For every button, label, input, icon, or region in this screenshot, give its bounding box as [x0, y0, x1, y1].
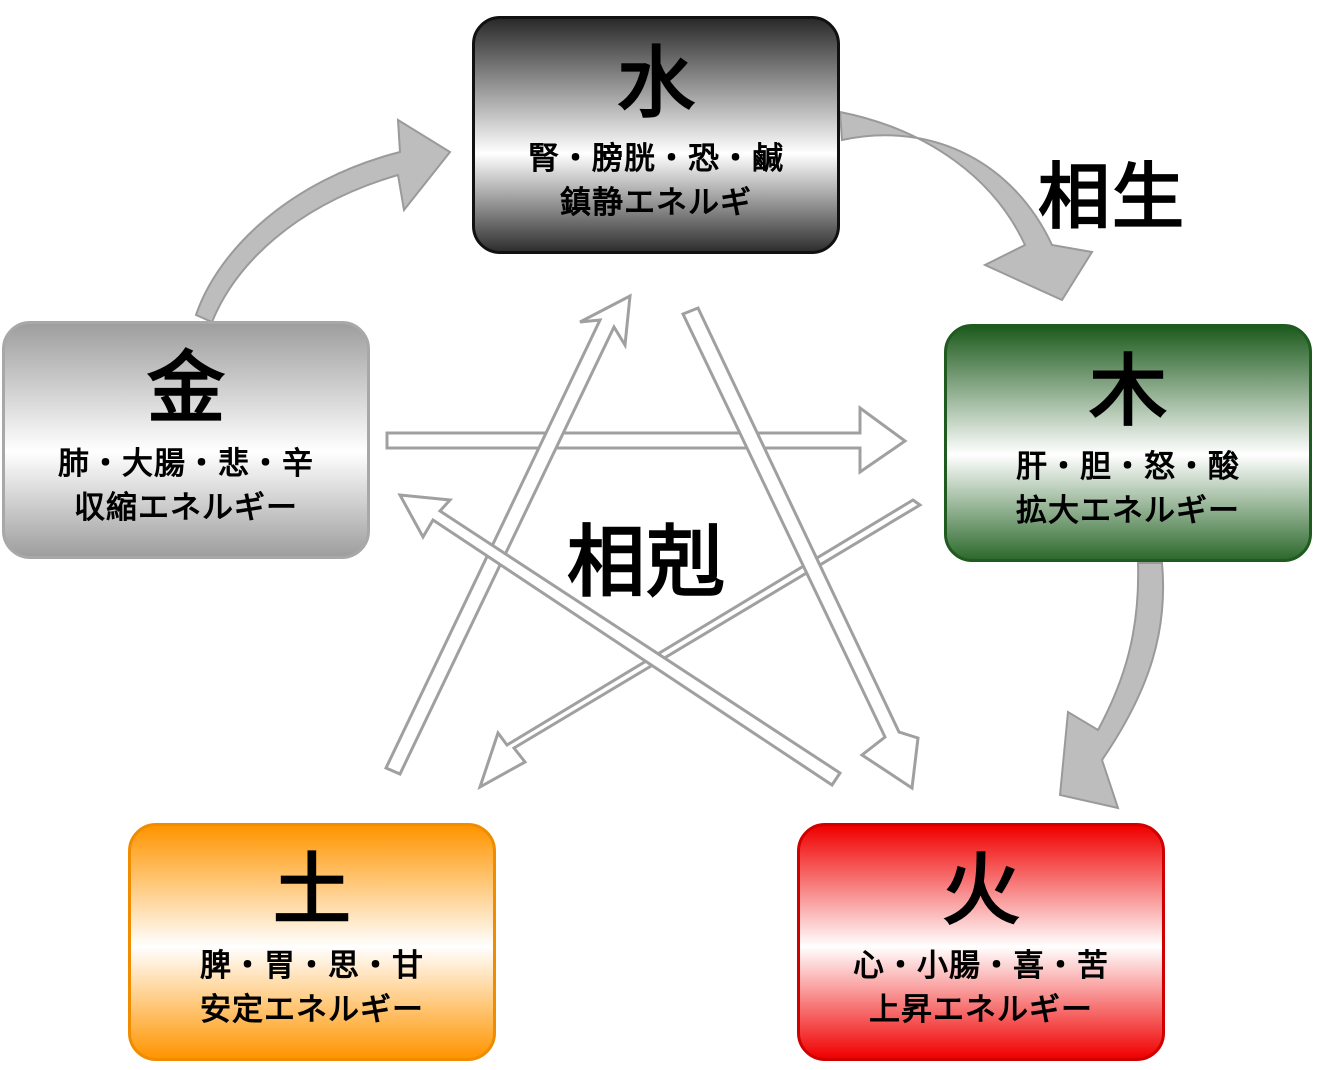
arrow-earth-to-water [383, 293, 632, 776]
element-character: 土 [272, 845, 351, 936]
element-correspondences: 脾・胃・思・甘 [200, 948, 424, 984]
element-box-wood: 木 肝・胆・怒・酸 拡大エネルギー [944, 324, 1312, 562]
element-box-water: 水 腎・膀胱・恐・鹹 鎮静エネルギ [472, 16, 840, 254]
element-energy: 収縮エネルギー [74, 490, 298, 526]
element-character: 金 [146, 343, 225, 434]
element-correspondences: 腎・膀胱・恐・鹹 [528, 141, 784, 177]
element-energy: 上昇エネルギー [869, 992, 1093, 1028]
element-box-fire: 火 心・小腸・喜・苦 上昇エネルギー [797, 823, 1165, 1061]
element-character: 水 [616, 38, 695, 129]
element-box-metal: 金 肺・大腸・悲・辛 収縮エネルギー [2, 321, 370, 559]
arrow-fire-to-metal [397, 493, 843, 788]
element-correspondences: 心・小腸・喜・苦 [853, 948, 1109, 984]
arrow-water-to-wood [838, 110, 1094, 302]
arrow-wood-to-fire [1058, 562, 1165, 810]
element-character: 木 [1088, 346, 1167, 437]
arrow-wood-to-earth [477, 498, 923, 791]
generating-cycle-arrows [194, 110, 1165, 810]
element-energy: 拡大エネルギー [1016, 493, 1240, 529]
element-correspondences: 肺・大腸・悲・辛 [58, 446, 314, 482]
sousei-label: 相生 [1038, 155, 1187, 239]
element-character: 火 [941, 845, 1020, 936]
element-energy: 鎮静エネルギ [560, 185, 752, 221]
sokoku-label: 相剋 [567, 518, 728, 608]
arrow-water-to-fire [680, 306, 920, 791]
element-correspondences: 肝・胆・怒・酸 [1016, 449, 1240, 485]
element-energy: 安定エネルギー [200, 992, 424, 1028]
arrow-metal-to-wood [385, 405, 908, 475]
element-box-earth: 土 脾・胃・思・甘 安定エネルギー [128, 823, 496, 1061]
arrow-metal-to-water [194, 118, 452, 324]
controlling-star-arrows [383, 293, 923, 791]
